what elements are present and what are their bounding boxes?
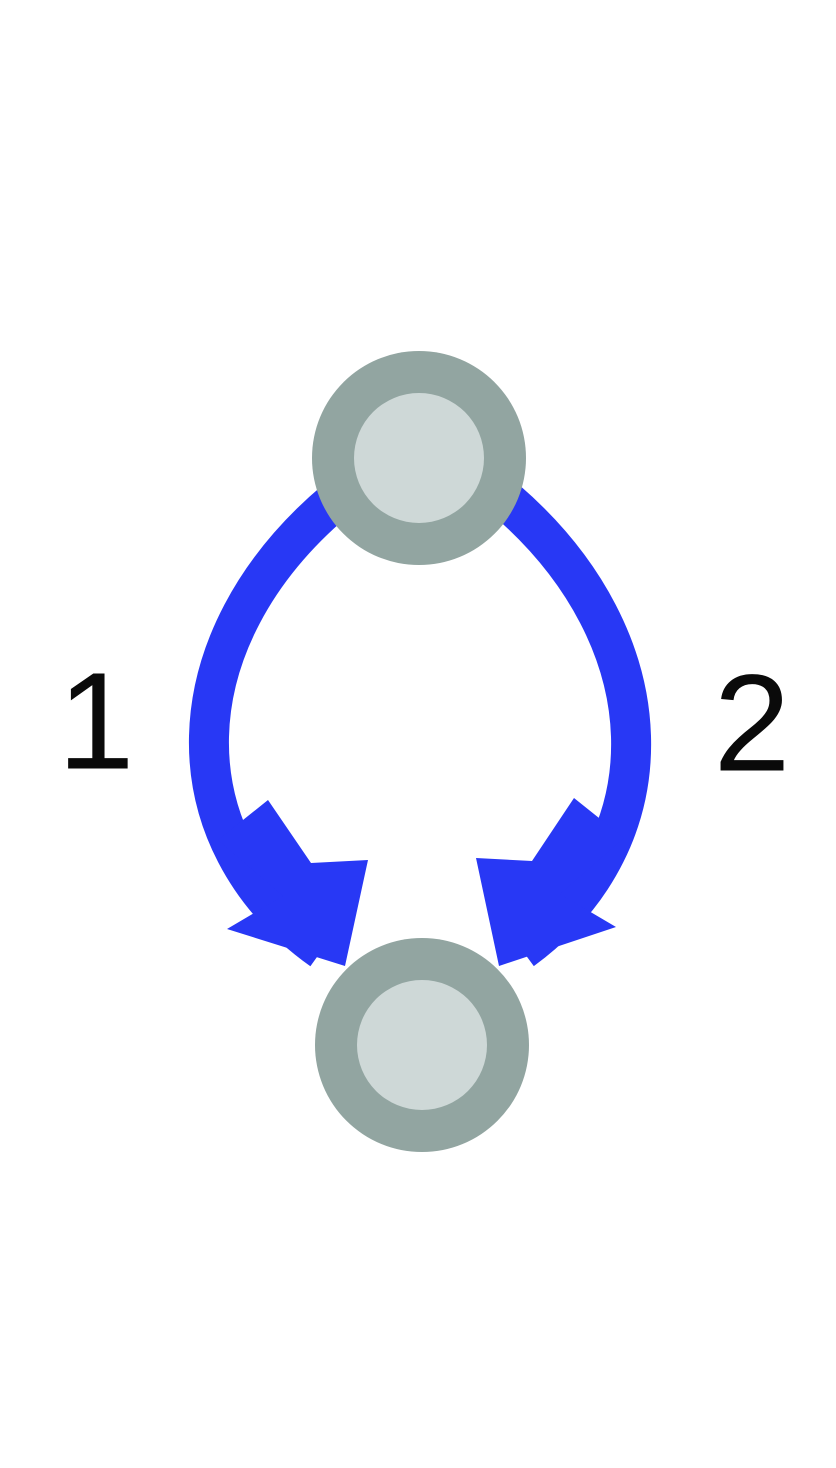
node-top[interactable] [312, 351, 526, 565]
node-bottom[interactable] [315, 938, 529, 1152]
edge-layer [188, 484, 652, 967]
edge-2-right[interactable] [476, 484, 652, 967]
edge-1-left[interactable] [188, 484, 368, 967]
edge-1-label: 1 [58, 644, 135, 798]
edge-label-layer: 1 2 [58, 644, 791, 800]
node-layer [312, 351, 529, 1152]
edge-2-arrowhead [476, 798, 624, 966]
edge-2-label: 2 [714, 646, 791, 800]
node-top-inner-disc [354, 393, 484, 523]
edge-1-arrowhead [218, 800, 368, 966]
edge-2-curve[interactable] [492, 484, 652, 967]
node-bottom-inner-disc [357, 980, 487, 1110]
edge-1-curve[interactable] [188, 484, 349, 967]
